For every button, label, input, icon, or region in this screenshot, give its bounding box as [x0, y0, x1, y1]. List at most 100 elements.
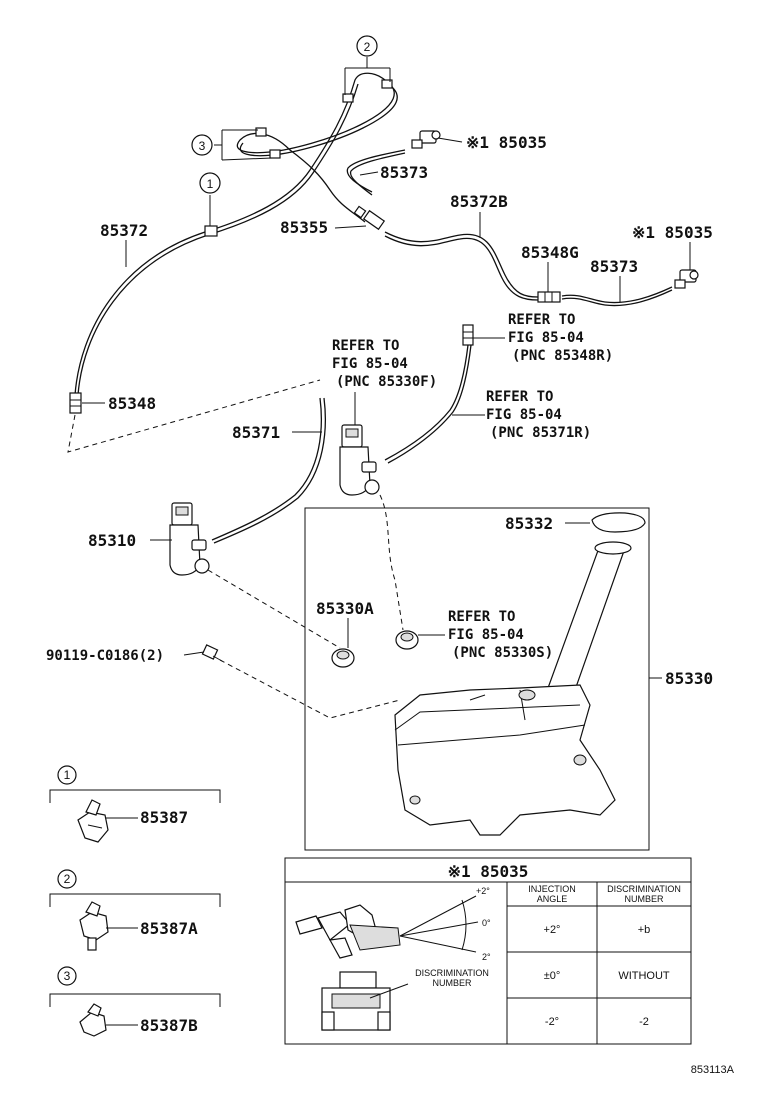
callout-circle-1 — [199, 172, 221, 194]
leader-85355 — [334, 225, 367, 229]
hose-85372 — [74, 72, 386, 396]
tank-85330 — [394, 512, 646, 836]
label-85372: 85372 — [100, 221, 148, 240]
label-85035-right: ※1 85035 — [632, 223, 713, 242]
table-cell-r2-disc: WITHOUT — [618, 970, 670, 982]
joint-85348 — [69, 392, 82, 414]
inset-title: ※1 85035 — [448, 862, 529, 881]
callout-label-2: 2 — [364, 40, 371, 54]
callout-circle-2 — [356, 35, 378, 57]
angle-label-plus: +2° — [476, 886, 490, 896]
label-85387A: 85387A — [140, 919, 198, 938]
refer-note-85330S: REFER TO FIG 85-04 (PNC 85330S) — [448, 609, 553, 661]
joint-85348R — [462, 324, 474, 346]
label-85310: 85310 — [88, 531, 136, 550]
label-85348: 85348 — [108, 394, 156, 413]
svg-text:FIG 85-04: FIG 85-04 — [332, 356, 408, 372]
joint-85348G — [537, 291, 561, 303]
hose-85373-top-b — [349, 152, 406, 196]
leader-85373-top — [359, 171, 379, 176]
inset-nozzle-side-icon — [295, 904, 401, 959]
table-cell-r2-angle: ±0° — [544, 970, 561, 982]
pump-85310 — [169, 502, 210, 576]
figure-code: 853113A — [691, 1064, 735, 1076]
svg-text:REFER TO: REFER TO — [508, 312, 575, 328]
nozzle-85035-top — [411, 130, 441, 149]
disc-number-label-1: DISCRIMINATION — [415, 968, 489, 978]
label-85373-right: 85373 — [590, 257, 638, 276]
callout-2-bracket — [344, 57, 391, 95]
table-cell-r3-angle: -2° — [545, 1016, 559, 1028]
table-cell-r1-disc: +b — [638, 924, 651, 936]
hose-85371R-b — [387, 344, 472, 464]
svg-text:FIG 85-04: FIG 85-04 — [486, 407, 562, 423]
svg-text:(PNC 85330F): (PNC 85330F) — [336, 374, 437, 390]
col-header-angle-2: ANGLE — [537, 894, 568, 904]
label-90119: 90119-C0186(2) — [46, 648, 164, 664]
hose-85372B-b — [384, 235, 539, 301]
leader-disc-number — [369, 983, 409, 999]
svg-text:REFER TO: REFER TO — [486, 389, 553, 405]
angle-label-minus: 2° — [482, 952, 491, 962]
dash-bolt-tank — [219, 659, 401, 719]
inset-nozzle-detail: ※1 85035 INJECTION ANGLE DISCRIMINATION … — [284, 857, 692, 1045]
hose-85372B — [384, 231, 539, 298]
table-cell-r3-disc: -2 — [639, 1016, 649, 1028]
callout-circle-3 — [191, 134, 213, 156]
label-85348G: 85348G — [521, 243, 579, 262]
svg-text:REFER TO: REFER TO — [448, 609, 515, 625]
svg-text:(PNC 85371R): (PNC 85371R) — [490, 425, 591, 441]
svg-text:(PNC 85330S): (PNC 85330S) — [452, 645, 553, 661]
hose-85372-b — [77, 83, 359, 396]
refer-note-85348R: REFER TO FIG 85-04 (PNC 85348R) — [508, 312, 613, 364]
svg-text:FIG 85-04: FIG 85-04 — [508, 330, 584, 346]
col-header-disc-2: NUMBER — [624, 894, 664, 904]
label-85330A: 85330A — [316, 599, 374, 618]
joint-85355 — [353, 205, 386, 231]
hose-85373-right — [561, 286, 673, 304]
svg-text:3: 3 — [64, 969, 71, 983]
inset-nozzle-front-icon — [321, 971, 391, 1031]
hose-85371R — [384, 344, 469, 461]
col-header-angle-1: INJECTION — [528, 884, 576, 894]
hose-loop-upper — [236, 79, 395, 223]
label-85035-top: ※1 85035 — [466, 133, 547, 152]
clamp-85387B-icon — [79, 1003, 107, 1037]
dash-pumpF-grommet — [379, 494, 404, 631]
nozzle-85035-right — [674, 269, 699, 289]
refer-note-85371R: REFER TO FIG 85-04 (PNC 85371R) — [486, 389, 591, 441]
clamp-85387-icon — [77, 799, 109, 843]
clamp-legend-1: 1 85387 — [49, 765, 221, 843]
col-header-disc-1: DISCRIMINATION — [607, 884, 681, 894]
callout-label-3: 3 — [199, 139, 206, 153]
clamp-2-on-hose-b — [381, 79, 393, 89]
grommet-85330S — [395, 630, 419, 650]
label-85372B: 85372B — [450, 192, 508, 211]
label-85330: 85330 — [665, 669, 713, 688]
svg-text:2: 2 — [64, 872, 71, 886]
angle-label-zero: 0° — [482, 918, 491, 928]
leader-90119 — [183, 651, 205, 656]
label-85332: 85332 — [505, 514, 553, 533]
svg-text:FIG 85-04: FIG 85-04 — [448, 627, 524, 643]
spray-arc — [461, 899, 467, 951]
refer-note-85330F: REFER TO FIG 85-04 (PNC 85330F) — [332, 338, 437, 390]
hose-loop-upper-b — [239, 83, 398, 157]
label-85387: 85387 — [140, 808, 188, 827]
clamp-legend-3: 3 85387B — [49, 966, 221, 1037]
clamp-1-on-hose — [204, 225, 218, 237]
hose-85373-right-b — [561, 289, 673, 307]
spray-line-plus — [399, 895, 477, 937]
table-cell-r1-angle: +2° — [544, 924, 561, 936]
clamp-3-on-hose-b — [269, 149, 281, 159]
spray-line-minus — [399, 935, 477, 953]
dash-pump-grommet — [207, 569, 341, 649]
dash-85348-line — [67, 379, 321, 453]
spray-line-zero — [399, 921, 479, 937]
clamp-85387A-icon — [79, 901, 109, 951]
clamp-3-on-hose-a — [255, 127, 267, 137]
leader-85035-top — [437, 137, 463, 143]
label-85355: 85355 — [280, 218, 328, 237]
clamp-2-on-hose-a — [342, 93, 354, 103]
